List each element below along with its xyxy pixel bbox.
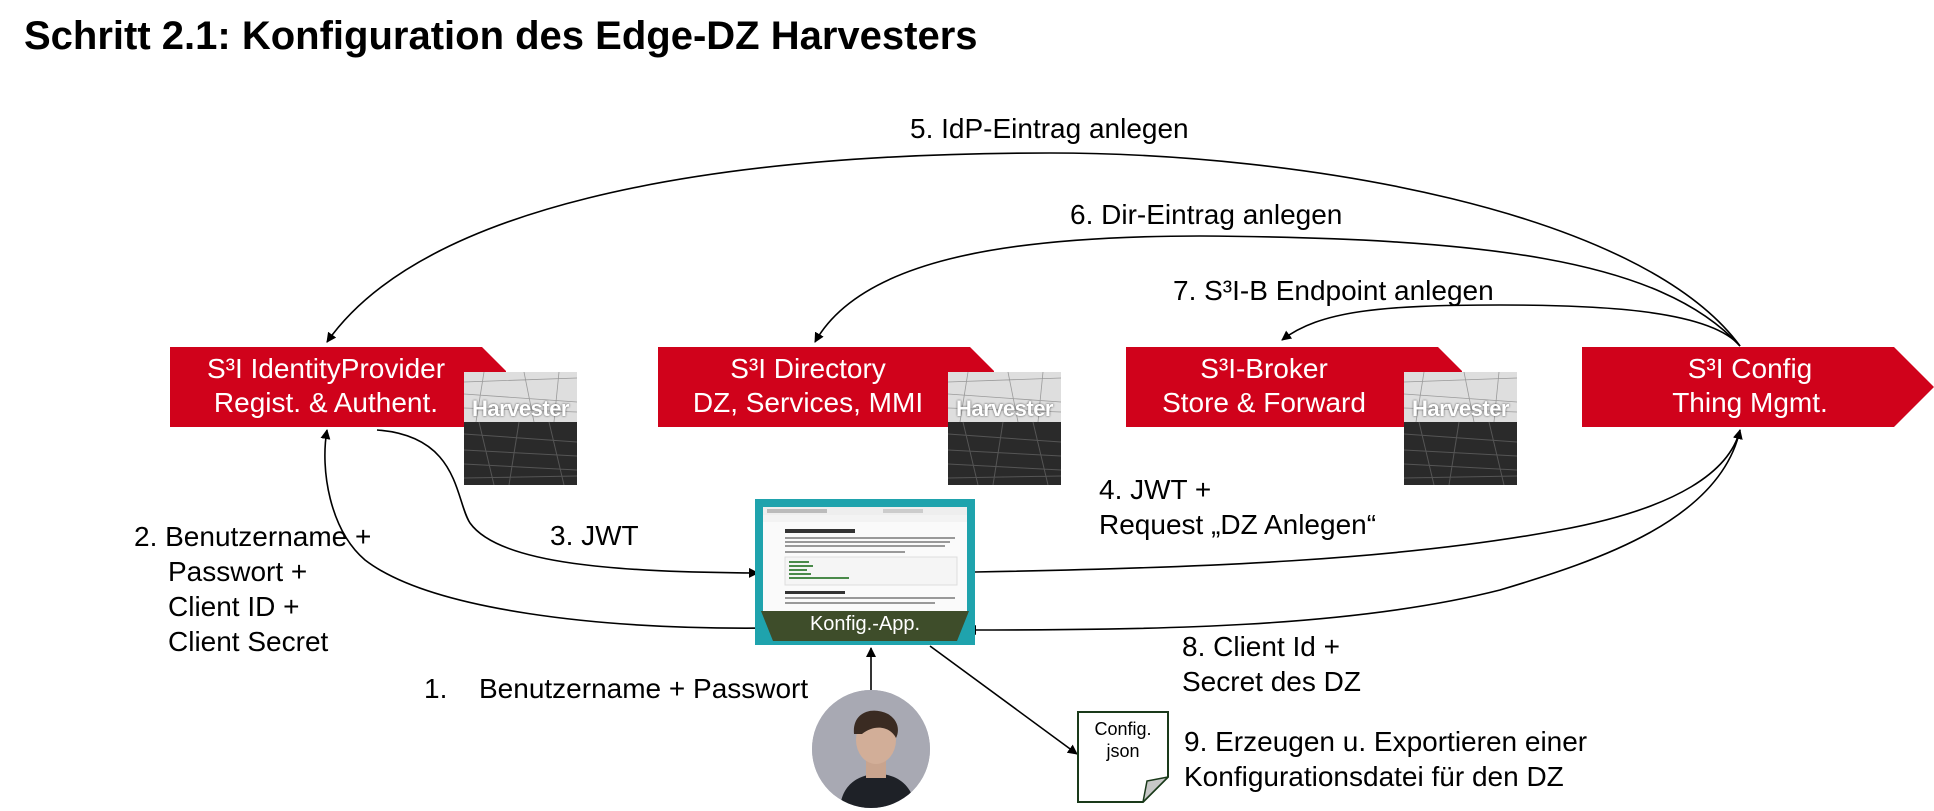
harvester-label: Harvester: [1411, 396, 1510, 421]
step8-line2: Secret des DZ: [1182, 666, 1361, 697]
step9-label: 9. Erzeugen u. Exportieren einer Konfigu…: [1184, 724, 1587, 794]
config-subtitle: Thing Mgmt.: [1672, 387, 1828, 418]
config-file-label: Config. json: [1080, 718, 1166, 762]
step9-line1: 9. Erzeugen u. Exportieren einer: [1184, 726, 1588, 757]
step3-label: 3. JWT: [550, 520, 639, 551]
step1-label: Benutzername + Passwort: [479, 673, 809, 704]
document-icon: [1077, 711, 1169, 803]
step8-label: 8. Client Id + Secret des DZ: [1182, 629, 1361, 699]
harvester-image: Harvester: [1404, 372, 1517, 485]
app-label: Konfig.-App.: [809, 613, 921, 635]
directory-subtitle: DZ, Services, MMI: [692, 387, 924, 418]
arrow-step8: [966, 429, 1741, 635]
page-title: Schritt 2.1: Konfiguration des Edge-DZ H…: [24, 14, 978, 58]
user-avatar: [812, 690, 930, 808]
app-screenshot: [763, 507, 967, 611]
arrow-step5: [326, 152, 1741, 347]
step5-label: 5. IdP-Eintrag anlegen: [910, 113, 1189, 144]
component-directory: S³I Directory DZ, Services, MMI: [658, 347, 994, 427]
arrow-step3: [376, 429, 759, 578]
arrow-step7: [1281, 304, 1741, 347]
idp-subtitle: Regist. & Authent.: [213, 387, 439, 418]
broker-title: S³I-Broker: [1200, 353, 1328, 384]
harvester-label: Harvester: [955, 396, 1054, 421]
config-file-line1: Config.: [1094, 719, 1152, 739]
harvester-image: Harvester: [464, 372, 577, 485]
step2-line1: 2. Benutzername +: [134, 521, 372, 552]
harvester-image: Harvester: [948, 372, 1061, 485]
step9-line2: Konfigurationsdatei für den DZ: [1184, 761, 1564, 792]
arrow-step4: [974, 429, 1743, 573]
step2-label: 2. Benutzername + Passwort + Client ID +…: [134, 519, 371, 659]
arrow-step2: [320, 429, 771, 629]
config-file-line2: json: [1106, 741, 1140, 761]
component-broker: S³I-Broker Store & Forward: [1126, 347, 1462, 427]
konfig-app: Konfig.-App.: [755, 499, 975, 645]
step2-line3: Client ID +: [168, 591, 300, 622]
step7-label: 7. S³I-B Endpoint anlegen: [1173, 275, 1494, 306]
component-config: S³I Config Thing Mgmt.: [1582, 347, 1934, 427]
step8-line1: 8. Client Id +: [1182, 631, 1340, 662]
component-idp: S³I IdentityProvider Regist. & Authent.: [170, 347, 506, 427]
step4-label: 4. JWT + Request „DZ Anlegen“: [1099, 472, 1376, 542]
step2-line4: Client Secret: [168, 626, 329, 657]
harvester-label: Harvester: [471, 396, 570, 421]
directory-title: S³I Directory: [730, 353, 886, 384]
arrow-step9: [929, 645, 1078, 755]
step1-number: 1.: [424, 673, 448, 704]
config-title: S³I Config: [1687, 353, 1813, 384]
step4-line2: Request „DZ Anlegen“: [1099, 509, 1377, 540]
step2-line2: Passwort +: [168, 556, 308, 587]
broker-subtitle: Store & Forward: [1162, 387, 1366, 418]
step6-label: 6. Dir-Eintrag anlegen: [1070, 199, 1343, 230]
step4-line1: 4. JWT +: [1099, 474, 1212, 505]
idp-title: S³I IdentityProvider: [206, 353, 446, 384]
arrow-step6: [814, 235, 1741, 347]
